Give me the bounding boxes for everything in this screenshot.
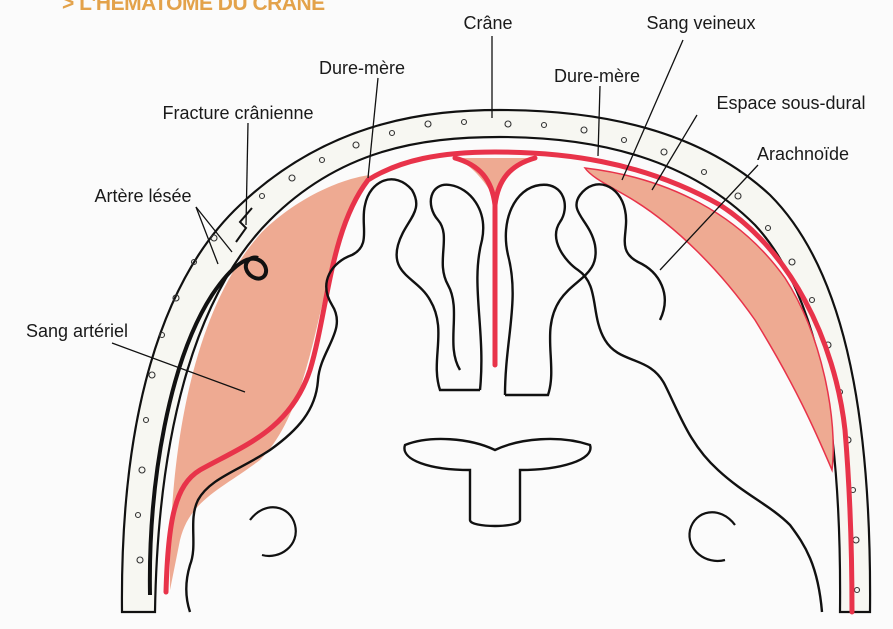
label-espace-sous-dural: Espace sous-dural — [716, 93, 865, 113]
label-dure-mere-right: Dure-mère — [554, 66, 640, 86]
label-crane: Crâne — [463, 13, 512, 33]
label-artere-lesee: Artère lésée — [94, 186, 191, 206]
label-dure-mere-left: Dure-mère — [319, 58, 405, 78]
ventricle — [404, 439, 590, 526]
label-sang-arteriel: Sang artériel — [26, 321, 128, 341]
gyri-left — [250, 507, 296, 556]
subdural-hematoma — [585, 168, 833, 470]
label-fracture-cranienne: Fracture crânienne — [162, 103, 313, 123]
label-sang-veineux: Sang veineux — [646, 13, 755, 33]
gyri-right — [689, 512, 735, 561]
label-arachnoide: Arachnoïde — [757, 144, 849, 164]
